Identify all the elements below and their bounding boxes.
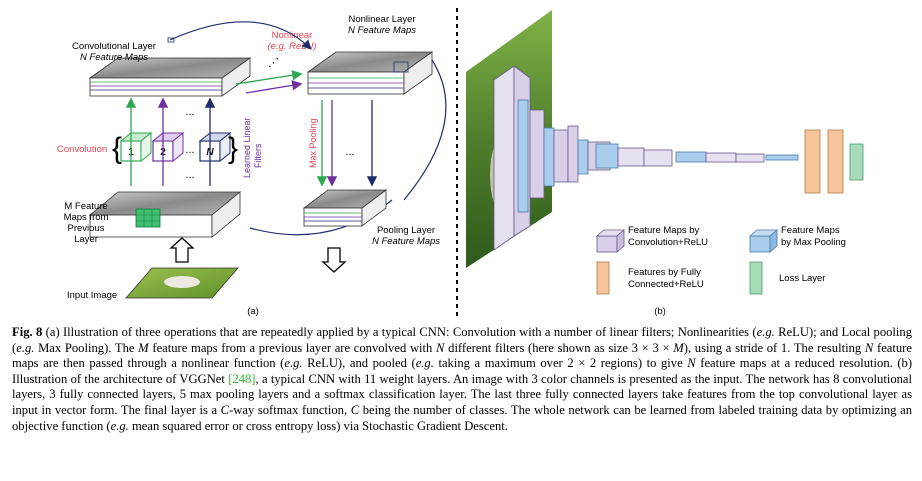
caption-text: Max Pooling). The <box>38 340 135 355</box>
legend-conv-swatch <box>595 229 626 253</box>
legend: Feature Maps by Convolution+ReLU Feature… <box>595 225 846 295</box>
caption-text: being the number of classes. The whole n… <box>12 402 912 433</box>
previous-layer-stack <box>88 191 242 238</box>
caption-text: feature maps at a reduced resolution. (b… <box>12 356 913 386</box>
filter-ellipsis: ... <box>185 144 194 156</box>
legend-pool-label-2: by Max Pooling <box>781 237 846 248</box>
pool-ellipsis: ... <box>345 146 354 158</box>
ellipsis-upper: ... <box>185 106 194 118</box>
filter-brace-left: { <box>112 132 122 165</box>
nonlinear-layer-stack <box>306 51 434 95</box>
max-pooling-label: Max Pooling <box>308 118 318 168</box>
arrow-conv-to-nonlinear-navy <box>169 21 312 50</box>
caption-eg: e.g. <box>415 356 434 371</box>
legend-fc-label-1: Features by Fully <box>628 267 701 278</box>
legend-fc-swatch <box>596 261 610 295</box>
m-maps-label-4: Layer <box>74 234 98 245</box>
caption-text: ReLU); and Local pooling ( <box>12 325 913 355</box>
caption-text: mean squared error or cross entropy loss… <box>131 418 508 433</box>
output-arrow <box>321 247 347 273</box>
conv-layer-stack <box>88 37 252 97</box>
legend-pool-label-1: Feature Maps <box>781 225 840 236</box>
legend-pool-swatch <box>748 229 779 253</box>
filter-1 <box>119 131 153 163</box>
m-maps-label-3: Previous <box>68 223 105 234</box>
nonlinear-layer-title: Nonlinear Layer <box>348 14 415 25</box>
caption-eg: e.g. <box>756 325 775 339</box>
learned-filters-label-2: Filters <box>253 143 263 168</box>
conv-layer-subtitle: N Feature Maps <box>80 52 148 63</box>
filter-n <box>198 131 232 163</box>
caption-math: N <box>436 340 445 355</box>
panel-b-label: (b) <box>654 306 666 317</box>
pooling-layer-stack <box>302 189 388 227</box>
nonlinear-layer-subtitle: N Feature Maps <box>348 25 416 36</box>
m-maps-label-1: M Feature <box>64 201 107 212</box>
filter-2 <box>151 131 185 163</box>
legend-conv-label-2: Convolution+ReLU <box>628 237 708 248</box>
caption-fig-label: Fig. 8 <box>12 325 43 339</box>
legend-loss-swatch <box>749 261 763 295</box>
caption-text: , a typical CNN with 11 weight layers. A… <box>12 371 913 417</box>
caption-math: C <box>350 402 360 417</box>
arrow-nonlinear-right-curve <box>403 59 447 201</box>
caption-math: N <box>687 356 696 371</box>
panel-a-label: (a) <box>247 306 259 317</box>
pooling-layer-title: Pooling Layer <box>377 225 435 236</box>
citation-link[interactable]: [248] <box>228 371 256 386</box>
caption-text: ), using a stride of 1. The resulting <box>683 340 862 355</box>
caption-text: -way softmax function, <box>229 402 348 417</box>
caption-text: (a) Illustration of three operations tha… <box>45 325 757 339</box>
input-arrow <box>169 237 195 263</box>
vgg-conv-layers <box>493 65 799 251</box>
caption-math: N <box>864 340 874 355</box>
caption-text: feature maps from a previous layer are c… <box>152 340 433 355</box>
caption-text: taking a maximum over 2 × 2 regions) to … <box>438 356 683 371</box>
pooling-layer-subtitle: N Feature Maps <box>372 236 440 247</box>
caption-text: ReLU), and pooled ( <box>307 356 416 371</box>
filter-brace-right: } <box>228 132 238 165</box>
figure-8: Convolutional Layer N Feature Maps 1 2 .… <box>57 8 864 318</box>
legend-fc-label-2: Connected+ReLU <box>628 279 704 290</box>
vgg-fc-layers <box>804 129 864 194</box>
ellipsis-lower: ... <box>185 169 194 181</box>
arrow-conv-to-nonlinear-green <box>235 70 303 85</box>
ellipsis-diag: ⋰ <box>268 57 279 69</box>
legend-conv-label-1: Feature Maps by <box>628 225 700 236</box>
caption-eg: e.g. <box>110 418 129 433</box>
input-image-label: Input Image <box>67 290 117 301</box>
caption-math: M <box>673 340 684 355</box>
convolution-label: Convolution <box>57 144 107 155</box>
caption-eg: e.g. <box>284 356 303 371</box>
learned-filters-label-1: Learned Linear <box>242 117 252 178</box>
sheep-icon <box>164 276 200 288</box>
figure-caption: Fig. 8 (a) Illustration of three operati… <box>12 325 912 434</box>
panel-b: Feature Maps by Convolution+ReLU Feature… <box>466 10 864 317</box>
caption-math: M <box>138 340 149 355</box>
caption-text: feature maps are then passed through a n… <box>12 340 912 371</box>
m-maps-label-2: Maps from <box>64 212 109 223</box>
caption-eg: e.g. <box>16 340 35 355</box>
nonlinear-op-label: Nonlinear <box>272 30 313 41</box>
arrow-conv-to-nonlinear-purple <box>245 80 303 94</box>
caption-math: C <box>220 402 230 417</box>
legend-loss-label: Loss Layer <box>779 273 825 284</box>
panel-a: Convolutional Layer N Feature Maps 1 2 .… <box>57 14 447 317</box>
caption-text: different filters (here shown as size 3 … <box>448 340 670 355</box>
conv-layer-title: Convolutional Layer <box>72 41 156 52</box>
nonlinear-op-eg: (e.g. ReLU) <box>267 41 316 52</box>
